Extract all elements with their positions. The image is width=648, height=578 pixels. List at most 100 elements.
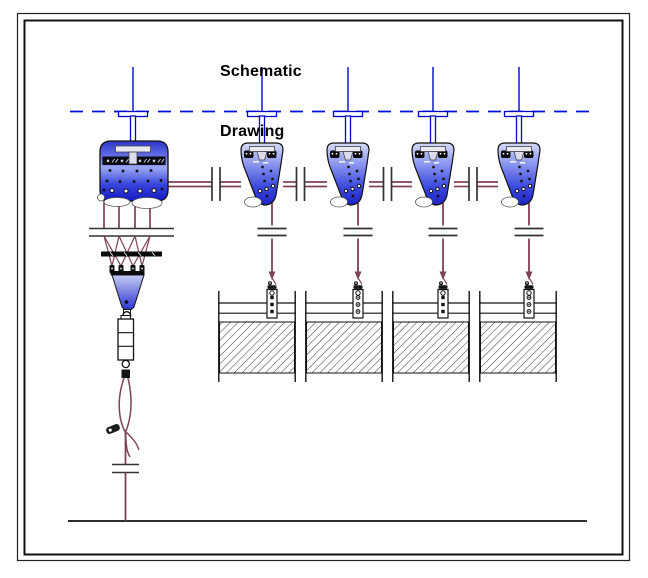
buoy-dot (269, 169, 273, 173)
buoy-dot-ring (257, 188, 263, 194)
plate-marker (441, 302, 445, 307)
shackle-pin (440, 282, 442, 284)
eye-pin (335, 152, 338, 155)
mooring-drops (257, 203, 544, 319)
buoy-dot (519, 172, 522, 176)
eye-pin (420, 152, 423, 155)
splash (97, 193, 105, 202)
shackle-pin (526, 282, 528, 284)
rope-tail (124, 430, 140, 451)
buoy-dot-ring (514, 188, 520, 194)
buoy-dot-ring (521, 186, 526, 192)
plate-marker-dot (528, 310, 530, 313)
splash (103, 197, 131, 207)
buoy-dot (160, 187, 164, 191)
bridle-line (118, 235, 134, 267)
bridle-line (141, 235, 151, 267)
plate-marker-dot (357, 310, 359, 313)
mast-socket (335, 146, 361, 152)
frame-outer-border (16, 12, 631, 562)
plate-marker (270, 309, 274, 314)
eye-pin (354, 152, 357, 155)
anchor-ballast-hatch (480, 321, 556, 374)
mooring-shackle (267, 285, 277, 289)
buoy-eye (353, 150, 363, 158)
bridle-line (103, 235, 113, 267)
rope-loop (118, 377, 126, 432)
mooring-arrowhead (439, 271, 447, 280)
buoy-dot-ring (151, 188, 157, 193)
shackle-pin (108, 428, 112, 432)
plate-marker-dot (357, 296, 359, 299)
mooring-shackle (353, 285, 363, 289)
buoy-dot-ring (356, 183, 362, 189)
buoy-dot (102, 188, 106, 192)
hull-highlight (263, 162, 268, 164)
page-title: Schematic Drawing (220, 22, 302, 182)
buoy-dot (347, 165, 350, 169)
plate-marker-dot (528, 296, 530, 299)
buoy-body (497, 142, 541, 206)
buoy-dot (149, 169, 153, 172)
band-glyph (106, 159, 110, 163)
mooring-drop (257, 203, 287, 319)
swivel-ring (121, 359, 131, 369)
plate-eye (355, 290, 361, 296)
link-segment (283, 167, 327, 201)
cone-collar (110, 271, 145, 276)
shackle (106, 424, 120, 434)
plate-eye (526, 290, 532, 296)
splash (131, 197, 163, 209)
link-segment (369, 167, 412, 201)
mooring-drop (514, 203, 544, 319)
buoy-dot-ring (428, 188, 434, 194)
eye-pin (506, 152, 509, 155)
anchor-block (305, 291, 383, 382)
buoy-dot (348, 172, 351, 176)
buoy-dot (121, 169, 125, 173)
plate-marker (441, 295, 445, 300)
buoy-dot-ring (270, 183, 276, 189)
anchor-ballast-hatch (306, 321, 382, 374)
hull-highlight (434, 162, 439, 164)
hull-highlight (339, 161, 345, 163)
buoy-dot (520, 179, 523, 183)
clamp-tick (109, 251, 114, 257)
band-glyph (120, 159, 124, 163)
anchor-ballast-hatch (393, 321, 469, 374)
eye-pin (502, 152, 505, 155)
mast-socket (115, 145, 151, 153)
plate-marker (270, 295, 274, 300)
plate-marker (270, 302, 274, 307)
buoy-dot (271, 177, 274, 181)
plate-marker (441, 309, 445, 314)
instrument-string (89, 200, 174, 521)
eye-pin (443, 152, 446, 155)
bridle-line (120, 235, 136, 267)
anchor-block (218, 291, 296, 382)
mast-socket (128, 151, 138, 165)
buoy-dot-ring (435, 186, 440, 192)
buoy-dot (118, 180, 122, 183)
mast-socket (256, 151, 268, 161)
buoy-dot (261, 165, 264, 169)
mast-socket (427, 151, 439, 161)
chain-link-square (121, 369, 130, 378)
page-title-line2: Drawing (220, 123, 285, 140)
buoy-dot-ring (350, 186, 355, 192)
buoy-dot (349, 179, 352, 183)
rope-loop (125, 377, 132, 432)
mooring-arrowhead (268, 271, 276, 280)
surface-links (168, 167, 498, 201)
shackle-pin (269, 282, 271, 284)
buoy-5 (497, 67, 541, 208)
band-glyph (143, 158, 151, 163)
buoy-eye (415, 150, 425, 158)
buoy-dot-ring (137, 188, 143, 194)
eye-pin (331, 152, 334, 155)
buoy-dot (434, 179, 437, 183)
clamp-tick (137, 251, 142, 257)
buoy-body (326, 142, 370, 206)
